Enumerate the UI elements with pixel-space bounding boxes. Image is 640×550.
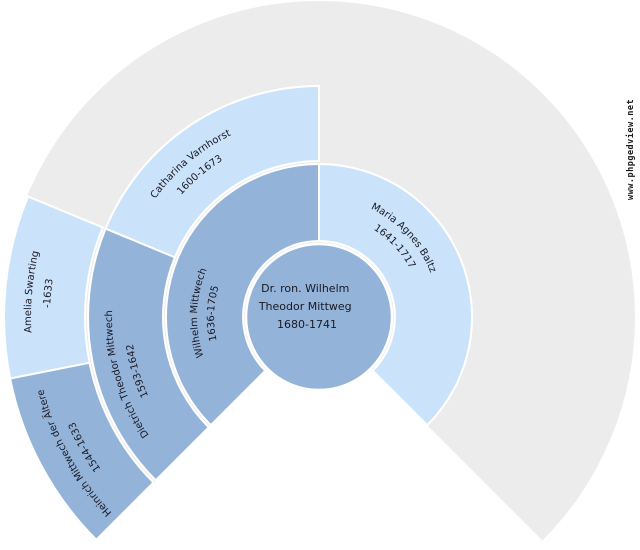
root-person-dates: 1680-1741 <box>277 318 337 331</box>
root-person-name-line2: Theodor Mittweg <box>258 300 352 313</box>
watermark: www.phpgedview.net <box>625 99 636 200</box>
segment-grandfather-dietrich-theodor-mittwech[interactable] <box>87 227 211 482</box>
segment-father-wilhelm-mittwech[interactable] <box>165 162 320 427</box>
segment-great-grandfather-heinrich-mittwech[interactable] <box>8 361 155 542</box>
root-person-label: Dr. ron. Wilhelm Theodor Mittweg 1680-17… <box>258 282 355 331</box>
segment-great-grandmother-amelia-swarting[interactable] <box>3 195 105 380</box>
label-amelia-dates: -1633 <box>42 278 55 308</box>
segment-grandmother-catharina-varnhorst[interactable] <box>104 84 320 259</box>
root-person-name-line1: Dr. ron. Wilhelm <box>261 282 349 295</box>
root-person-circle[interactable] <box>244 242 394 392</box>
segment-mother-maria-agnes-baltz[interactable] <box>318 162 473 427</box>
